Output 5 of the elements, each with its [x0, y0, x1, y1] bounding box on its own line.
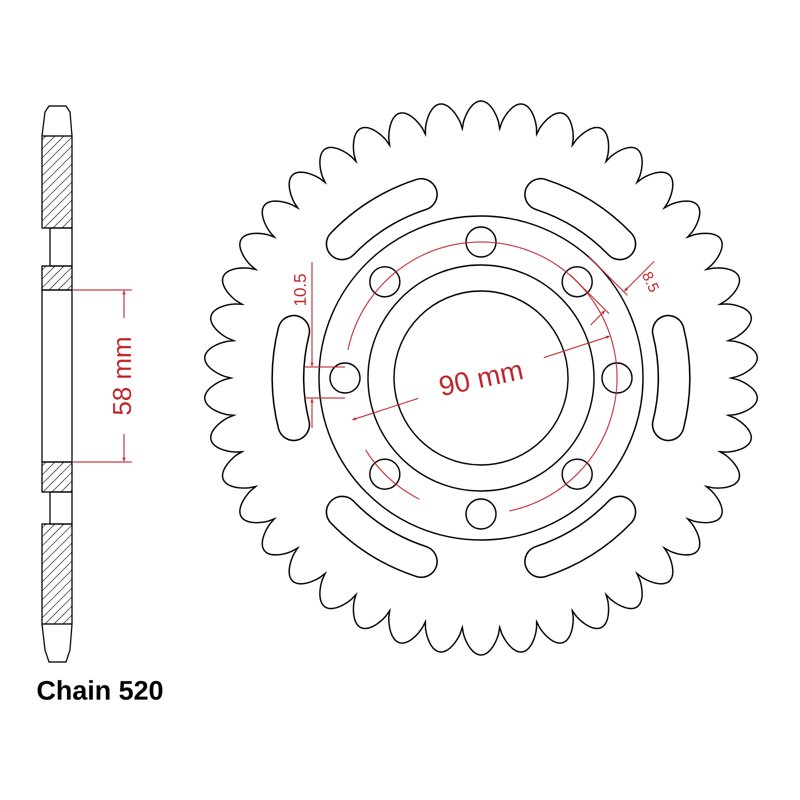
dimension-label: 90 mm — [440, 364, 523, 396]
chain-label: Chain 520 — [38, 680, 162, 700]
dimension-label: 8.5 — [642, 272, 660, 292]
dimension-label: 10.5 — [294, 274, 306, 306]
dimension-label: 58 mm — [112, 338, 132, 415]
